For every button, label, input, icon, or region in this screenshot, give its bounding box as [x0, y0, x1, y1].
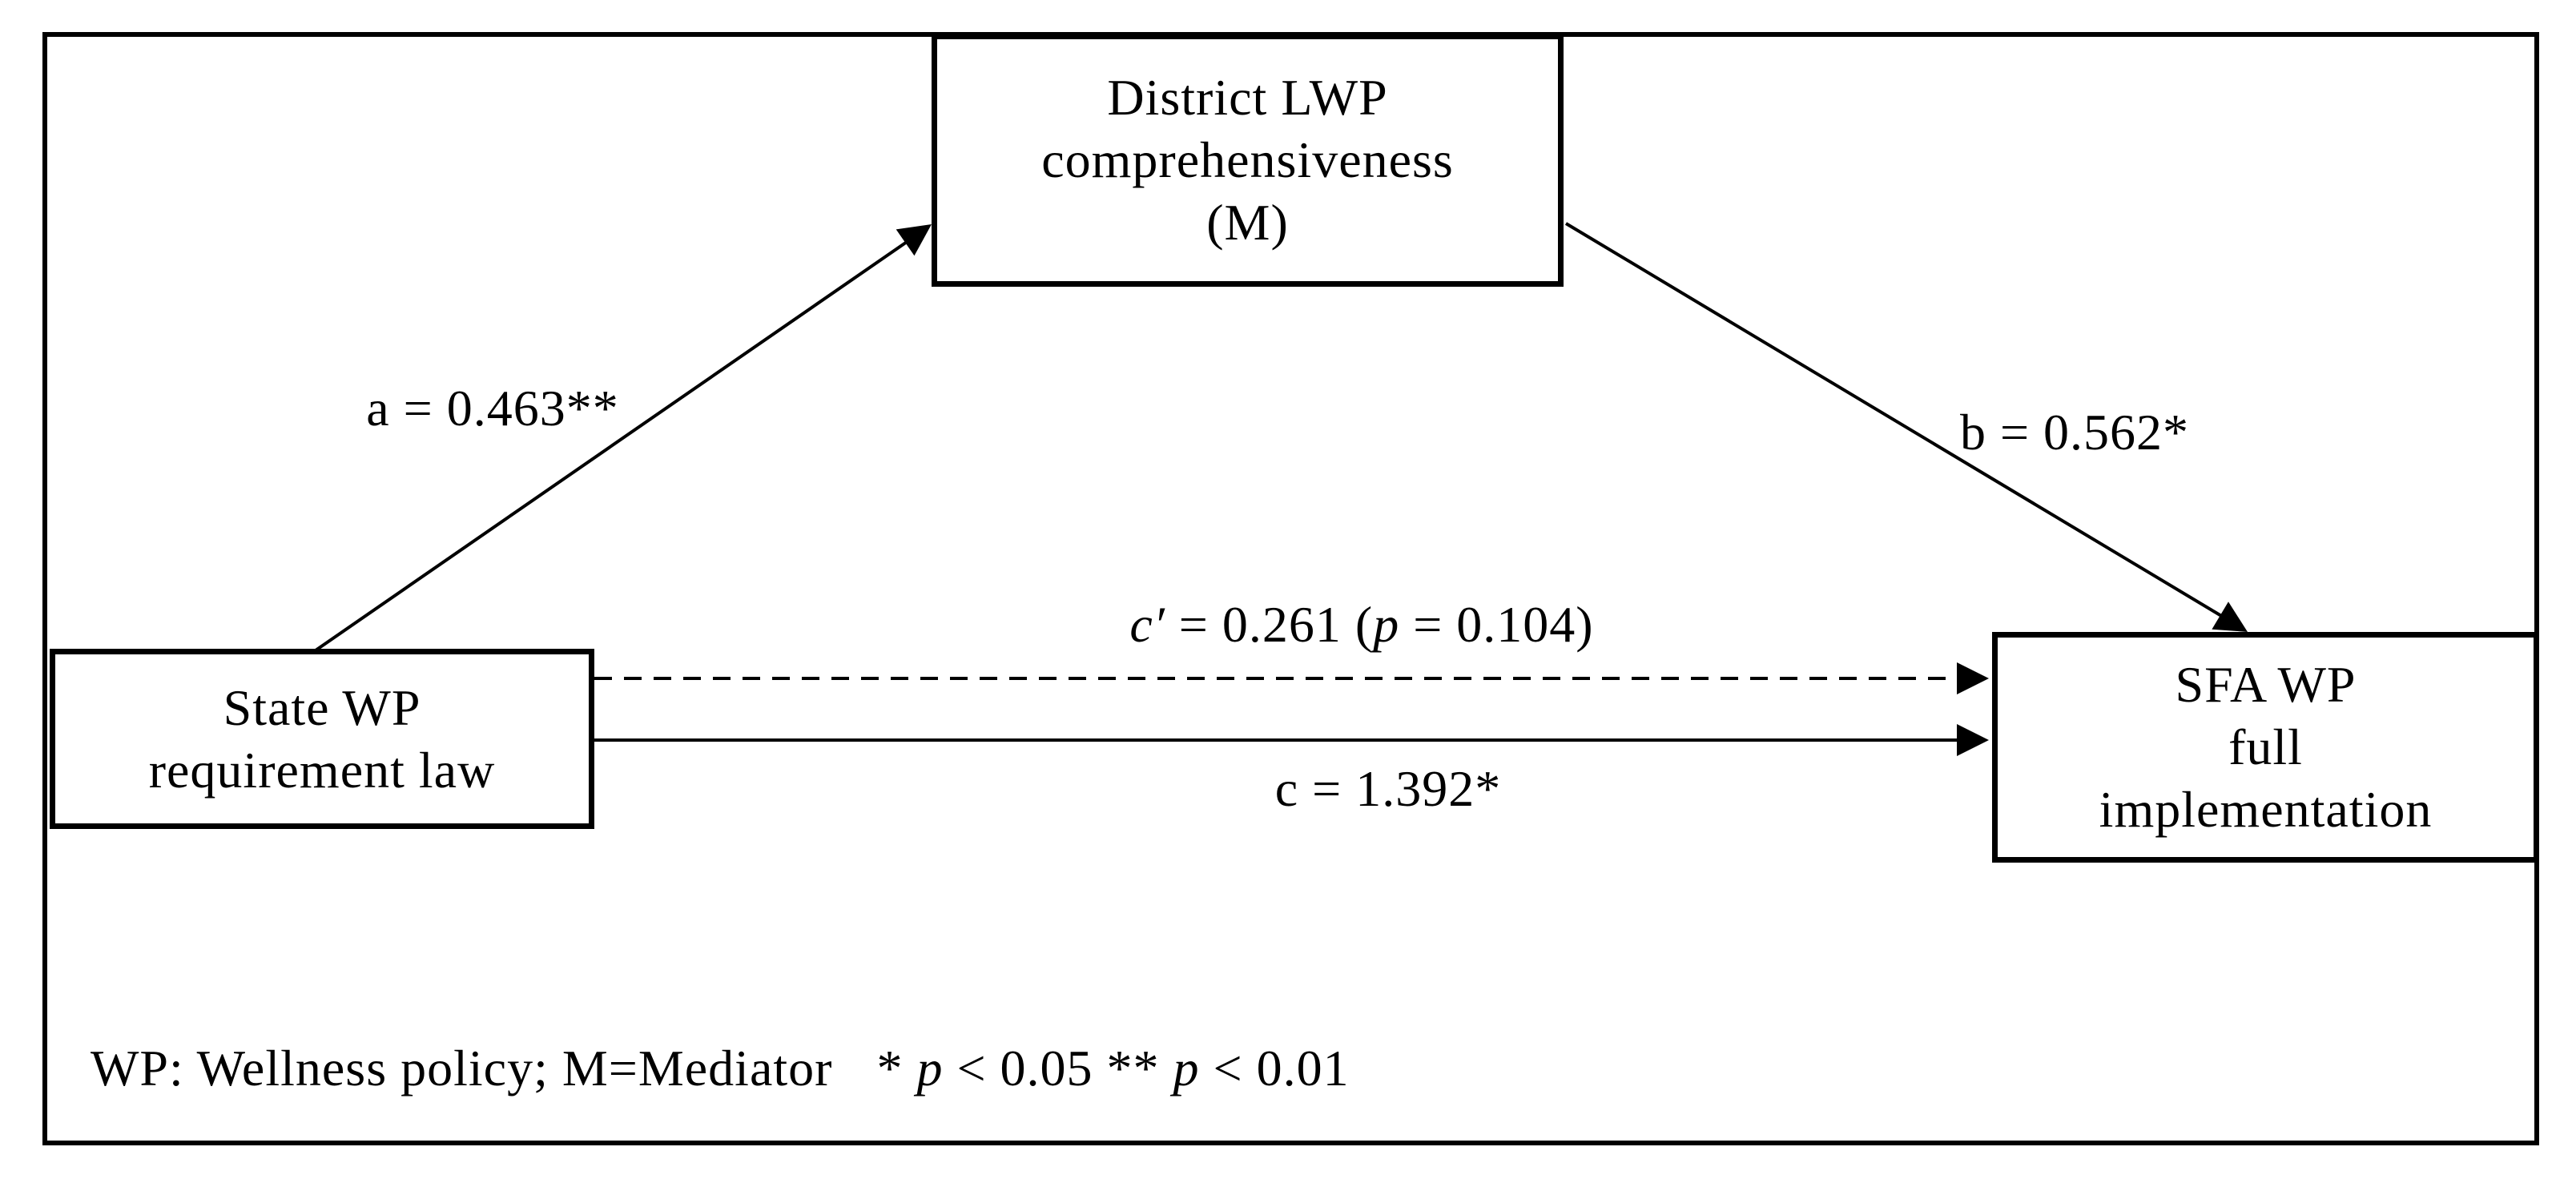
- predictor-box-line1: State WP: [223, 678, 421, 736]
- outcome-box: SFA WP full implementation: [1992, 632, 2539, 863]
- footnote: WP: Wellness policy; M=Mediator * p < 0.0…: [91, 1036, 1350, 1101]
- footnote-threshold1: < 0.05 **: [943, 1040, 1173, 1097]
- path-c-arrowhead: [1957, 724, 1989, 756]
- predictor-box-line2: requirement law: [148, 741, 496, 799]
- path-c-prime-p: p: [1373, 596, 1400, 653]
- outcome-box-line1: SFA WP: [2175, 656, 2357, 713]
- path-b-line: [1564, 222, 2224, 618]
- path-a-arrowhead: [896, 224, 932, 256]
- footnote-p1: p: [916, 1040, 944, 1097]
- path-c-prime-label: c′ = 0.261 (p = 0.104): [1129, 596, 1593, 654]
- path-c-prime-arrowhead: [1957, 662, 1989, 694]
- mediator-box-line1: District LWP: [1107, 69, 1388, 126]
- path-b-arrowhead: [2212, 602, 2248, 632]
- mediator-box-line3: (M): [1206, 194, 1289, 251]
- path-b-label: b = 0.562*: [1959, 404, 2190, 461]
- path-a-line: [314, 239, 911, 652]
- predictor-box: State WP requirement law: [50, 649, 594, 829]
- mediator-box: District LWP comprehensiveness (M): [932, 34, 1564, 287]
- path-c-prime-mid: = 0.261 (: [1165, 596, 1374, 653]
- mediator-box-line2: comprehensiveness: [1041, 131, 1454, 188]
- path-a-label: a = 0.463**: [366, 380, 619, 437]
- footnote-definitions: WP: Wellness policy; M=Mediator: [91, 1040, 833, 1097]
- outcome-box-line2: full: [2228, 718, 2303, 775]
- path-c-prime-var: c′: [1129, 596, 1165, 653]
- footnote-star1: *: [876, 1040, 917, 1097]
- path-c-prime-end: = 0.104): [1399, 596, 1594, 653]
- outcome-box-line3: implementation: [2099, 781, 2433, 838]
- path-c-label: c = 1.392*: [1274, 760, 1502, 817]
- footnote-threshold2: < 0.01: [1199, 1040, 1350, 1097]
- footnote-p2: p: [1173, 1040, 1200, 1097]
